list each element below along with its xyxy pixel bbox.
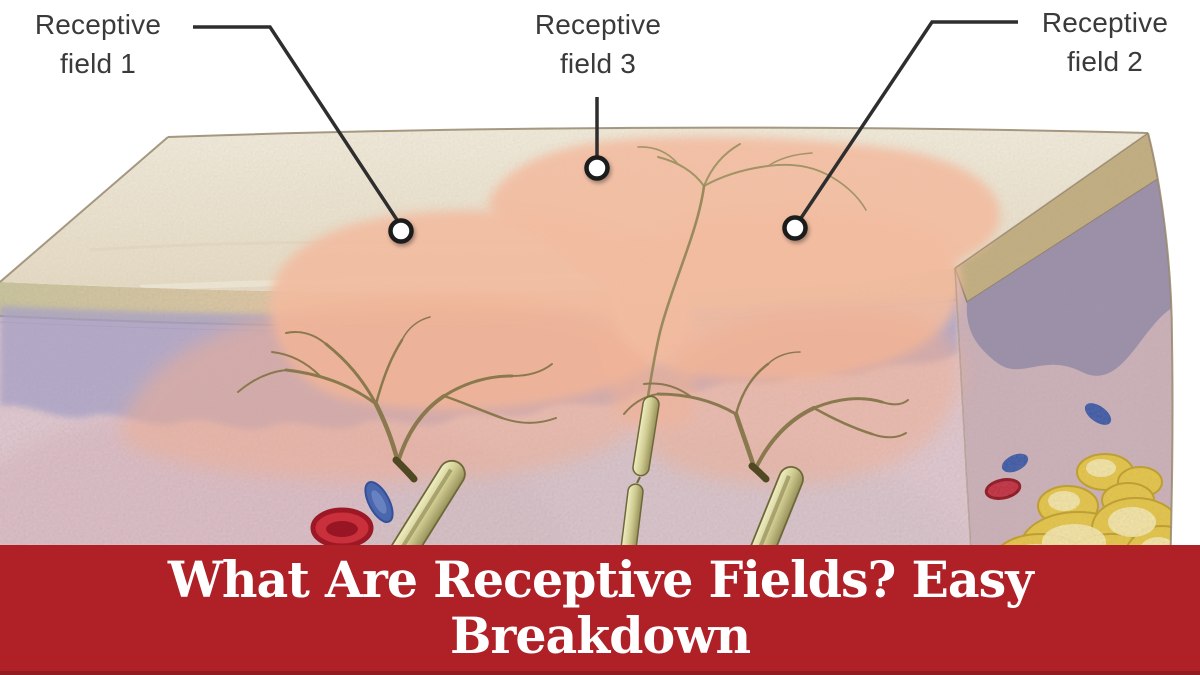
- leader-line-field-2: [795, 20, 1018, 225]
- leader-line-field-1: [193, 25, 403, 227]
- leader-lines: [193, 20, 1018, 227]
- label-receptive-field-1-line2: field 1: [59, 48, 137, 79]
- label-receptive-field-1: Receptive field 1: [2, 5, 194, 83]
- label-receptive-field-2: Receptive field 2: [1012, 3, 1198, 81]
- field-markers: [388, 155, 808, 244]
- label-receptive-field-3: Receptive field 3: [503, 5, 693, 83]
- receptive-field-1-area: [120, 210, 686, 482]
- nerve-ending-1: [237, 316, 557, 465]
- label-receptive-field-3-line2: field 3: [559, 48, 637, 79]
- label-receptive-field-2-line2: field 2: [1066, 46, 1144, 77]
- field-3-marker: [584, 155, 610, 181]
- receptive-field-2-area: [609, 212, 961, 485]
- field-2-marker: [782, 215, 808, 241]
- banner-title-line2: Breakdown: [449, 606, 751, 665]
- myelinated-axon-2: [745, 462, 804, 572]
- myelinated-axon-1: [388, 456, 466, 568]
- field-1-marker: [388, 218, 414, 244]
- title-banner: What Are Receptive Fields? Easy Breakdow…: [0, 545, 1200, 675]
- banner-title-line1: What Are Receptive Fields? Easy: [167, 550, 1034, 609]
- myelinated-axon-3: [620, 395, 660, 555]
- label-receptive-field-1-line1: Receptive: [34, 9, 162, 40]
- label-receptive-field-3-line1: Receptive: [534, 9, 662, 40]
- label-receptive-field-2-line1: Receptive: [1041, 7, 1169, 38]
